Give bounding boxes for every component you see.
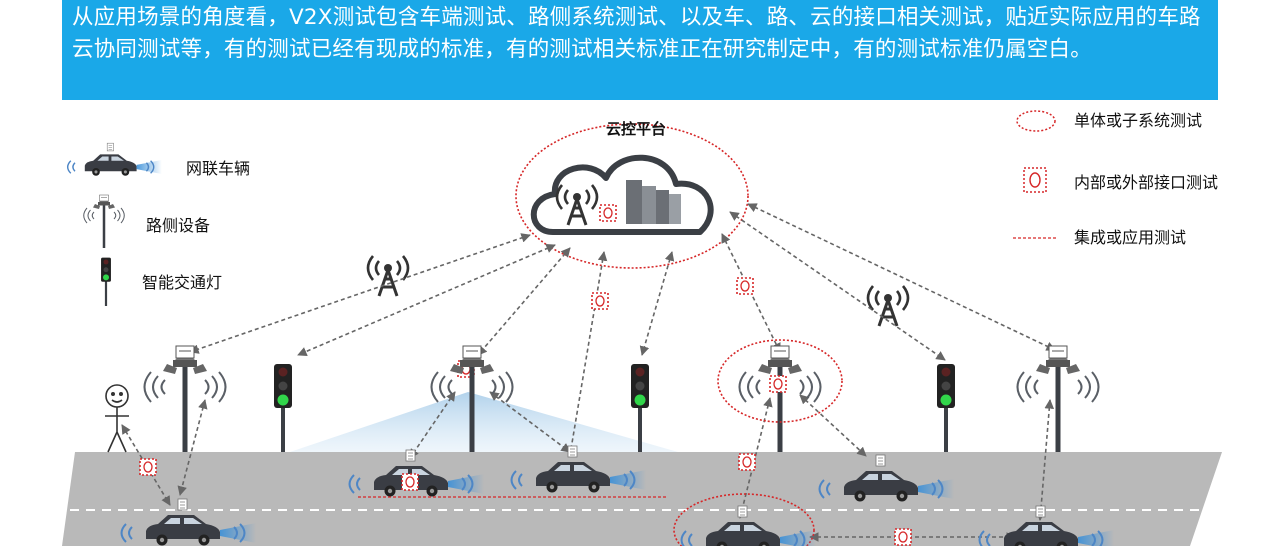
vehicle-legend-icon [66,142,163,177]
interface-test-marker [401,473,419,491]
description-banner: 从应用场景的角度看，V2X测试包含车端测试、路侧系统测试、以及车、路、云的接口相… [62,0,1218,100]
unit-test-circle [673,493,815,546]
unit-test-circle [717,339,843,423]
interface-test-marker [591,292,609,310]
pedestrian-icon [105,384,129,453]
roadside-legend-icon [83,194,125,249]
interface-test-marker [736,277,754,295]
cloud-title: 云控平台 [606,120,666,138]
traffic-light-icon [631,364,649,452]
road [62,452,1222,546]
legend-unit-test-label: 单体或子系统测试 [1074,111,1202,130]
traffic-light-icon [274,364,292,452]
legend-integration-test-label: 集成或应用测试 [1074,228,1186,247]
legend-vehicle-label: 网联车辆 [186,159,250,178]
traffic-light-icon [937,364,955,452]
legend-roadside-label: 路侧设备 [146,216,210,235]
banner-text: 从应用场景的角度看，V2X测试包含车端测试、路侧系统测试、以及车、路、云的接口相… [72,5,1201,62]
cloud-platform [515,123,749,269]
roadside-unit-icon [738,345,822,453]
interface-test-marker [894,528,912,546]
tower-icon [366,254,410,298]
legend-traffic-light-label: 智能交通灯 [142,273,222,292]
legend-right [1013,110,1057,239]
roadside-unit-icon [143,345,227,453]
unit-test-legend-icon [1016,110,1056,132]
interface-test-marker [738,453,756,471]
traffic-light-legend-icon [101,257,111,306]
interface-test-marker [139,458,157,476]
interface-test-marker [769,375,787,393]
coverage-cone [290,392,678,452]
interface-test-legend-icon [1023,167,1047,193]
legend-interface-test-label: 内部或外部接口测试 [1074,173,1218,192]
roadside-unit-icon [1016,345,1100,453]
